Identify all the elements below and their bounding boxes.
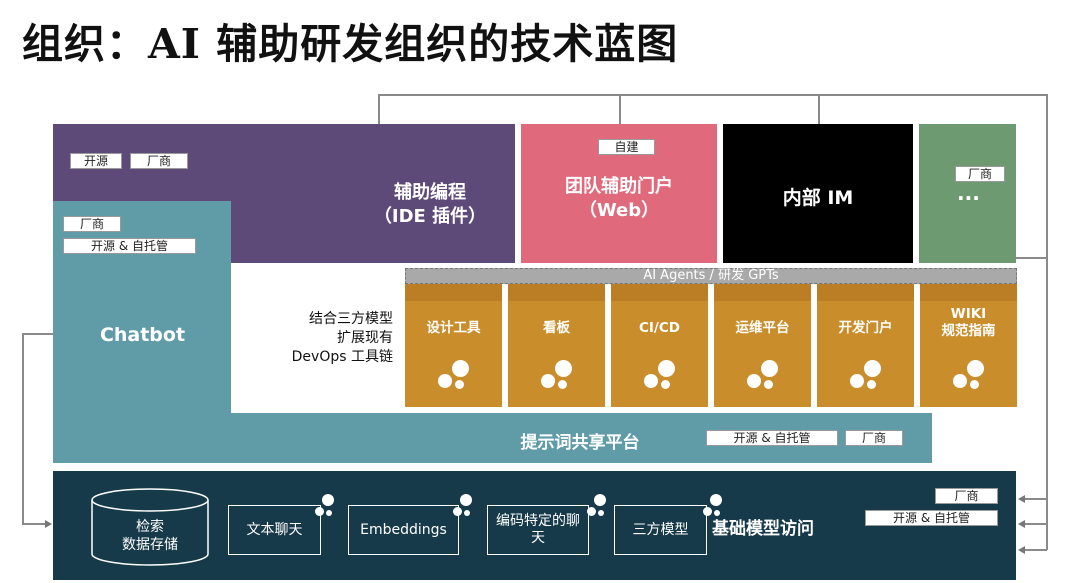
tag-vendor: 厂商	[63, 216, 121, 232]
arrow-left-icon	[1018, 546, 1025, 554]
search-label-line2: 数据存储	[122, 537, 178, 553]
search-data-store-label: 检索 数据存储	[90, 518, 210, 554]
tool-kanban: 看板	[508, 276, 605, 407]
agents-label: AI Agents / 研发 GPTs	[643, 268, 779, 283]
code-chat-line2: 天	[531, 530, 545, 546]
connector-line-left-v	[22, 333, 24, 524]
tool-label: 运维平台	[735, 320, 790, 336]
bubbles-icon	[745, 360, 781, 390]
portal-label-line2: （Web）	[578, 200, 660, 221]
ide-label-line1: 辅助编程	[394, 182, 466, 203]
connector-line-left-h	[22, 333, 53, 335]
database-icon	[91, 488, 209, 566]
code-chat-line1: 编码特定的聊	[496, 513, 580, 529]
bubbles-icon	[848, 360, 884, 390]
bubbles-icon	[951, 360, 987, 390]
foundation-label: 基础模型访问	[712, 519, 814, 539]
connector-line-right-arrow3	[1023, 549, 1047, 551]
connector-line-portal-drop	[619, 94, 621, 124]
more-block	[919, 124, 1016, 263]
bubble-decor	[453, 507, 462, 516]
im-label: 内部 IM	[782, 187, 854, 209]
tool-label: 设计工具	[426, 320, 481, 336]
foundation-model-block	[53, 471, 1016, 580]
internal-im-block	[723, 124, 913, 263]
devops-line2: 扩展现有	[337, 330, 393, 346]
tag-open-self-hosted: 开源 & 自托管	[865, 510, 998, 526]
portal-label-line1: 团队辅助门户	[565, 176, 673, 197]
model-code-chat: 编码特定的聊 天	[487, 505, 589, 555]
wiki-label-line1: WIKI	[950, 306, 987, 322]
bubble-decor	[710, 494, 722, 506]
bubbles-icon	[539, 360, 575, 390]
tag-vendor: 厂商	[935, 488, 998, 504]
tool-design: 设计工具	[405, 276, 502, 407]
connector-line-right-arrow2	[1023, 523, 1047, 525]
bubbles-icon	[642, 360, 678, 390]
connector-line-right-arrow1	[1023, 498, 1047, 500]
model-text-chat: 文本聊天	[228, 505, 321, 555]
connector-line-ide-drop	[378, 94, 380, 124]
search-label-line1: 检索	[136, 519, 164, 535]
tag-open-source: 开源	[70, 153, 122, 169]
tool-label: WIKI 规范指南	[920, 306, 1017, 340]
bubble-decor	[464, 510, 470, 516]
model-third-party: 三方模型	[614, 505, 707, 555]
tag-open-self-hosted: 开源 & 自托管	[63, 238, 196, 254]
tool-ops-platform: 运维平台	[714, 276, 811, 407]
tag-vendor: 厂商	[955, 166, 1005, 182]
tag-vendor: 厂商	[845, 430, 903, 446]
tool-dev-portal: 开发门户	[817, 276, 914, 407]
tool-label: 开发门户	[838, 320, 893, 336]
tag-self-built: 自建	[598, 139, 655, 155]
connector-line-right-vertical	[1046, 94, 1048, 550]
connector-line-left-bottom	[22, 523, 46, 525]
bubble-decor	[594, 494, 606, 506]
connector-line-small-tick	[1016, 257, 1046, 259]
tool-wiki: WIKI 规范指南	[920, 276, 1017, 407]
tool-label: 看板	[543, 320, 570, 336]
bubble-decor	[587, 507, 596, 516]
arrow-right-icon	[45, 520, 52, 528]
bubble-decor	[598, 510, 604, 516]
tag-vendor: 厂商	[130, 153, 188, 169]
arrow-left-icon	[1018, 495, 1025, 503]
bubble-decor	[703, 507, 712, 516]
connector-line-top-bus	[378, 94, 1047, 96]
model-embeddings: Embeddings	[348, 505, 459, 555]
bubble-decor	[315, 507, 324, 516]
bubble-decor	[460, 494, 472, 506]
arrow-left-icon	[1018, 520, 1025, 528]
bubble-decor	[714, 510, 720, 516]
ide-label-line2: （IDE 插件）	[373, 206, 487, 227]
devops-line3: DevOps 工具链	[291, 349, 393, 365]
devops-description: 结合三方模型 扩展现有 DevOps 工具链	[250, 310, 393, 367]
devops-line1: 结合三方模型	[309, 311, 393, 327]
chatbot-label: Chatbot	[99, 324, 186, 346]
more-label: ···	[957, 186, 980, 210]
bubbles-icon	[436, 360, 472, 390]
prompt-platform-label: 提示词共享平台	[520, 433, 640, 453]
connector-line-im-drop	[818, 94, 820, 124]
bubble-decor	[322, 494, 334, 506]
page-title: 组织：AI 辅助研发组织的技术蓝图	[22, 20, 679, 68]
tool-cicd: CI/CD	[611, 276, 708, 407]
bubble-decor	[326, 510, 332, 516]
agents-bar	[405, 268, 1017, 284]
wiki-label-line2: 规范指南	[941, 323, 996, 339]
tag-open-self-hosted: 开源 & 自托管	[706, 430, 838, 446]
tool-label: CI/CD	[639, 320, 680, 336]
